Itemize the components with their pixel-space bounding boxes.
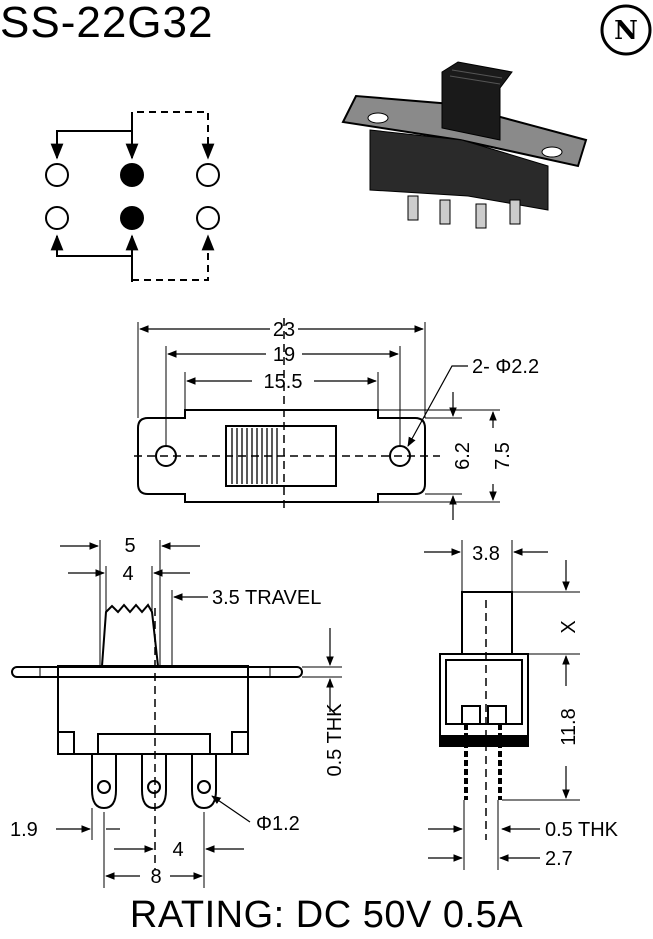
front-thickness-label: 0.5 THK (324, 703, 346, 777)
dim-pin-pitch-label: 4 (172, 839, 183, 861)
circuit-schematic (45, 111, 220, 282)
pin-diameter-label: Φ1.2 (256, 813, 300, 835)
side-dim-height-label: 11.8 (558, 708, 580, 745)
dim-holes-label: 19 (273, 344, 295, 366)
side-dim-x-label: X (558, 620, 580, 633)
part-number-title: SS-22G32 (0, 0, 214, 47)
side-dim-width-label: 3.8 (472, 543, 500, 565)
side-dim-bottom-label: 2.7 (545, 848, 573, 870)
dim-pin-offset-label: 1.9 (10, 819, 38, 841)
top-view-drawing (134, 318, 500, 520)
brand-logo-icon: N (600, 4, 652, 56)
side-view-drawing (424, 540, 580, 870)
rating-text: RATING: DC 50V 0.5A (129, 894, 524, 936)
dim-actuator-inner-label: 4 (122, 563, 133, 585)
dim-pin-span-label: 8 (150, 866, 161, 888)
side-thickness-label: 0.5 THK (545, 819, 619, 841)
terminal-dot (120, 206, 144, 230)
dim-slot-label: 15.5 (264, 371, 303, 393)
terminal-circle (196, 163, 220, 187)
dim-inner-height-label: 6.2 (452, 442, 474, 470)
logo-letter: N (614, 16, 638, 46)
terminal-dot (120, 163, 144, 187)
hole-callout-label: 2- Φ2.2 (472, 356, 539, 378)
switch-product-photo-icon (341, 61, 588, 229)
dim-actuator-outer-label: 5 (124, 535, 135, 557)
terminal-circle (196, 206, 220, 230)
front-view-drawing (11, 540, 342, 888)
dim-overall-label: 23 (273, 319, 295, 341)
terminal-circle (45, 206, 69, 230)
terminal-circle (45, 163, 69, 187)
travel-label: 3.5 TRAVEL (212, 587, 321, 609)
dim-outer-height-label: 7.5 (492, 442, 514, 470)
